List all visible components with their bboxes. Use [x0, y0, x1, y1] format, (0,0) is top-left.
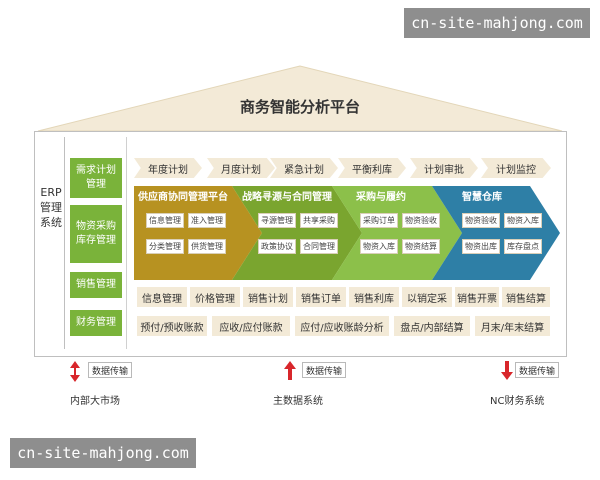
watermark-bottom: cn-site-mahjong.com: [10, 438, 196, 468]
stage-item[interactable]: 供货管理: [188, 239, 226, 254]
erp-label: ERP管理系统: [40, 185, 62, 230]
erp-divider: [64, 137, 65, 349]
stage-item[interactable]: 政策协议: [258, 239, 296, 254]
sales-item[interactable]: 以销定采: [402, 287, 452, 307]
sales-item[interactable]: 信息管理: [137, 287, 187, 307]
stage-item[interactable]: 寻源管理: [258, 213, 296, 228]
sales-item[interactable]: 销售计划: [243, 287, 293, 307]
sales-item[interactable]: 销售开票: [455, 287, 499, 307]
stage-title-purchase: 采购与履约: [356, 192, 406, 203]
data-transfer-tag: 数据传输: [88, 362, 132, 378]
stage-supplier-shape: [134, 186, 262, 280]
stage-item[interactable]: 物资入库: [360, 239, 398, 254]
up-arrow-icon: [284, 361, 296, 380]
stage-title-sourcing: 战略寻源与合同管理: [242, 192, 332, 203]
sales-item[interactable]: 价格管理: [190, 287, 240, 307]
down-arrow-icon: [501, 361, 513, 380]
data-transfer-tag: 数据传输: [515, 362, 559, 378]
plan-urgent[interactable]: 紧急计划: [270, 158, 338, 178]
stage-item[interactable]: 信息管理: [146, 213, 184, 228]
page-title: 商务智能分析平台: [239, 98, 360, 116]
data-transfer-tag: 数据传输: [302, 362, 346, 378]
stage-item[interactable]: 共享采购: [300, 213, 338, 228]
stage-warehouse-shape: [432, 186, 560, 280]
system-nc-finance[interactable]: NC财务系统: [490, 396, 545, 407]
stage-item[interactable]: 分类管理: [146, 239, 184, 254]
module-sales[interactable]: 销售管理: [70, 272, 122, 298]
module-procurement-inventory[interactable]: 物资采购库存管理: [70, 205, 122, 263]
bidirectional-arrow-icon: [70, 361, 80, 382]
stage-item[interactable]: 物资入库: [504, 213, 542, 228]
stage-title-supplier: 供应商协同管理平台: [138, 192, 228, 203]
plan-monitoring[interactable]: 计划监控: [481, 158, 551, 178]
stage-item[interactable]: 物资验收: [402, 213, 440, 228]
stage-sourcing-shape: [232, 186, 362, 280]
stage-item[interactable]: 物资结算: [402, 239, 440, 254]
system-master-data[interactable]: 主数据系统: [273, 396, 323, 407]
stage-purchase-shape: [332, 186, 462, 280]
erp-label-text: ERP管理系统: [40, 186, 62, 229]
stage-item[interactable]: 采购订单: [360, 213, 398, 228]
finance-item[interactable]: 月末/年末结算: [475, 316, 550, 336]
plan-balance[interactable]: 平衡利库: [338, 158, 406, 178]
stage-item[interactable]: 库存盘点: [504, 239, 542, 254]
stage-title-warehouse: 智慧仓库: [462, 192, 502, 203]
sales-item[interactable]: 销售利库: [349, 287, 399, 307]
sales-item[interactable]: 销售结算: [502, 287, 550, 307]
finance-item[interactable]: 预付/预收账款: [137, 316, 207, 336]
stage-item[interactable]: 准入管理: [188, 213, 226, 228]
finance-item[interactable]: 应付/应收账龄分析: [295, 316, 389, 336]
system-internal-market[interactable]: 内部大市场: [70, 396, 120, 407]
watermark-top: cn-site-mahjong.com: [404, 8, 590, 38]
plan-approval[interactable]: 计划审批: [410, 158, 478, 178]
finance-item[interactable]: 应收/应付账款: [212, 316, 290, 336]
plan-monthly[interactable]: 月度计划: [207, 158, 275, 178]
finance-item[interactable]: 盘点/内部结算: [394, 316, 470, 336]
module-finance[interactable]: 财务管理: [70, 310, 122, 336]
module-demand-planning[interactable]: 需求计划管理: [70, 158, 122, 198]
plan-annual[interactable]: 年度计划: [134, 158, 202, 178]
sales-item[interactable]: 销售订单: [296, 287, 346, 307]
module-divider: [126, 137, 127, 349]
stage-item[interactable]: 物资验收: [462, 213, 500, 228]
stage-item[interactable]: 合同管理: [300, 239, 338, 254]
stage-item[interactable]: 物资出库: [462, 239, 500, 254]
